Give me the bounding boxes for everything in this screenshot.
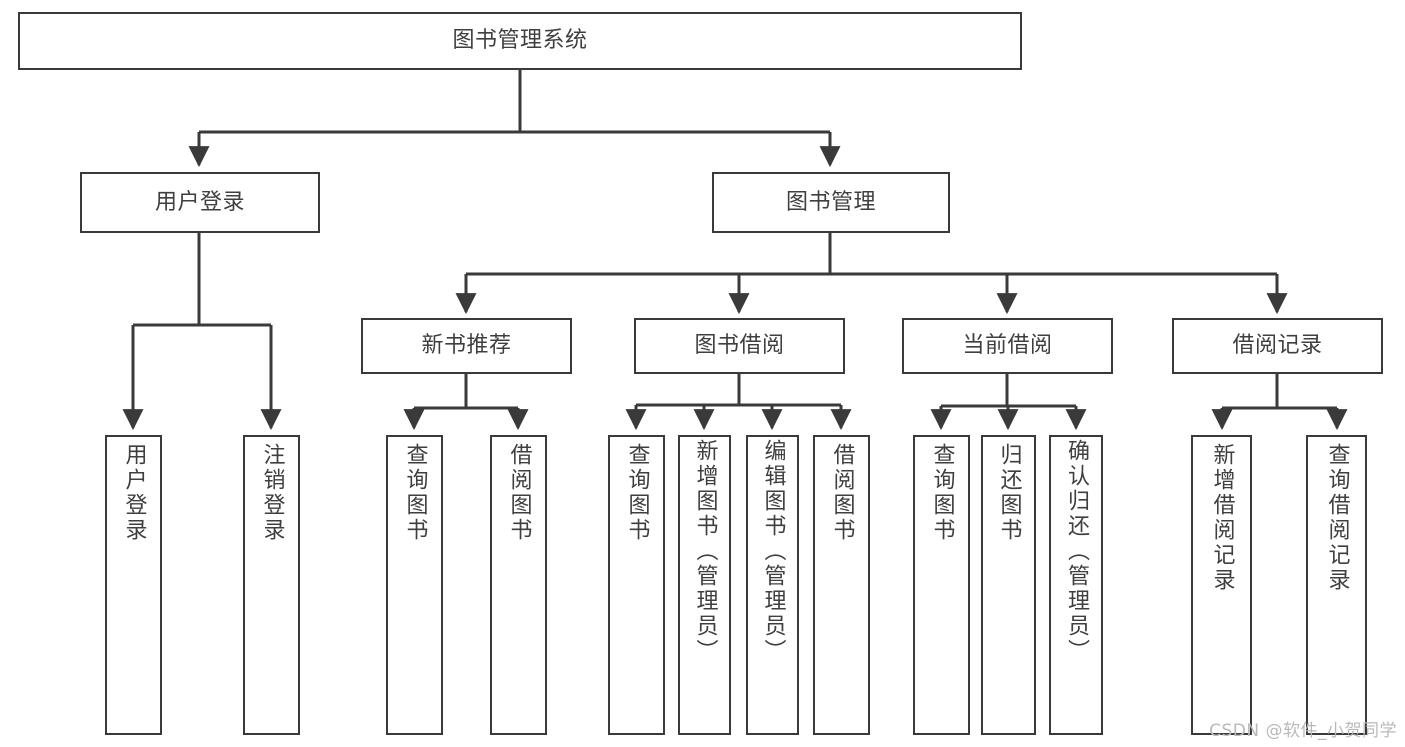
node-label: 查询借阅记录 [1324, 443, 1350, 593]
node-current-borrow[interactable]: 当前借阅 [902, 318, 1113, 374]
node-leaf-query-record[interactable]: 查询借阅记录 [1306, 435, 1367, 735]
node-leaf-edit-book[interactable]: 编辑图书（管理员） [746, 435, 799, 735]
node-new-book-recommend[interactable]: 新书推荐 [361, 318, 572, 374]
node-leaf-user-login[interactable]: 用户登录 [105, 435, 162, 735]
node-book-management[interactable]: 图书管理 [712, 172, 950, 233]
node-label: 用户登录 [154, 189, 245, 215]
node-leaf-borrow-book-1[interactable]: 借阅图书 [490, 435, 547, 735]
node-label: 查询图书 [402, 443, 428, 543]
node-leaf-logout[interactable]: 注销登录 [243, 435, 300, 735]
node-label: 确认归还（管理员） [1064, 439, 1089, 664]
node-label: 借阅图书 [506, 443, 532, 543]
node-leaf-query-book-2[interactable]: 查询图书 [608, 435, 665, 735]
node-label: 归还图书 [996, 443, 1022, 543]
node-label: 当前借阅 [962, 333, 1053, 359]
node-book-borrow[interactable]: 图书借阅 [634, 318, 845, 374]
node-leaf-query-book-1[interactable]: 查询图书 [386, 435, 443, 735]
node-label: 图书管理系统 [452, 28, 588, 54]
node-leaf-borrow-book-2[interactable]: 借阅图书 [813, 435, 870, 735]
node-label: 编辑图书（管理员） [760, 439, 786, 664]
node-leaf-add-record[interactable]: 新增借阅记录 [1191, 435, 1252, 735]
node-label: 新增借阅记录 [1209, 443, 1235, 593]
node-label: 图书管理 [785, 189, 876, 215]
node-label: 新增图书（管理员） [692, 439, 718, 664]
node-borrow-record[interactable]: 借阅记录 [1172, 318, 1383, 374]
watermark-text: CSDN @软件_小贺同学 [1209, 721, 1397, 741]
node-user-login[interactable]: 用户登录 [80, 172, 320, 233]
node-label: 借阅记录 [1232, 333, 1323, 359]
node-label: 查询图书 [624, 443, 650, 543]
node-leaf-confirm-return[interactable]: 确认归还（管理员） [1049, 435, 1103, 735]
node-leaf-return-book[interactable]: 归还图书 [981, 435, 1036, 735]
node-label: 图书借阅 [694, 333, 785, 359]
node-label: 新书推荐 [421, 333, 512, 359]
node-label: 查询图书 [929, 443, 955, 543]
node-label: 注销登录 [259, 443, 285, 543]
node-leaf-add-book[interactable]: 新增图书（管理员） [678, 435, 731, 735]
node-label: 借阅图书 [829, 443, 855, 543]
node-book-management-system[interactable]: 图书管理系统 [18, 12, 1022, 70]
node-leaf-query-book-3[interactable]: 查询图书 [913, 435, 970, 735]
node-label: 用户登录 [121, 443, 147, 543]
